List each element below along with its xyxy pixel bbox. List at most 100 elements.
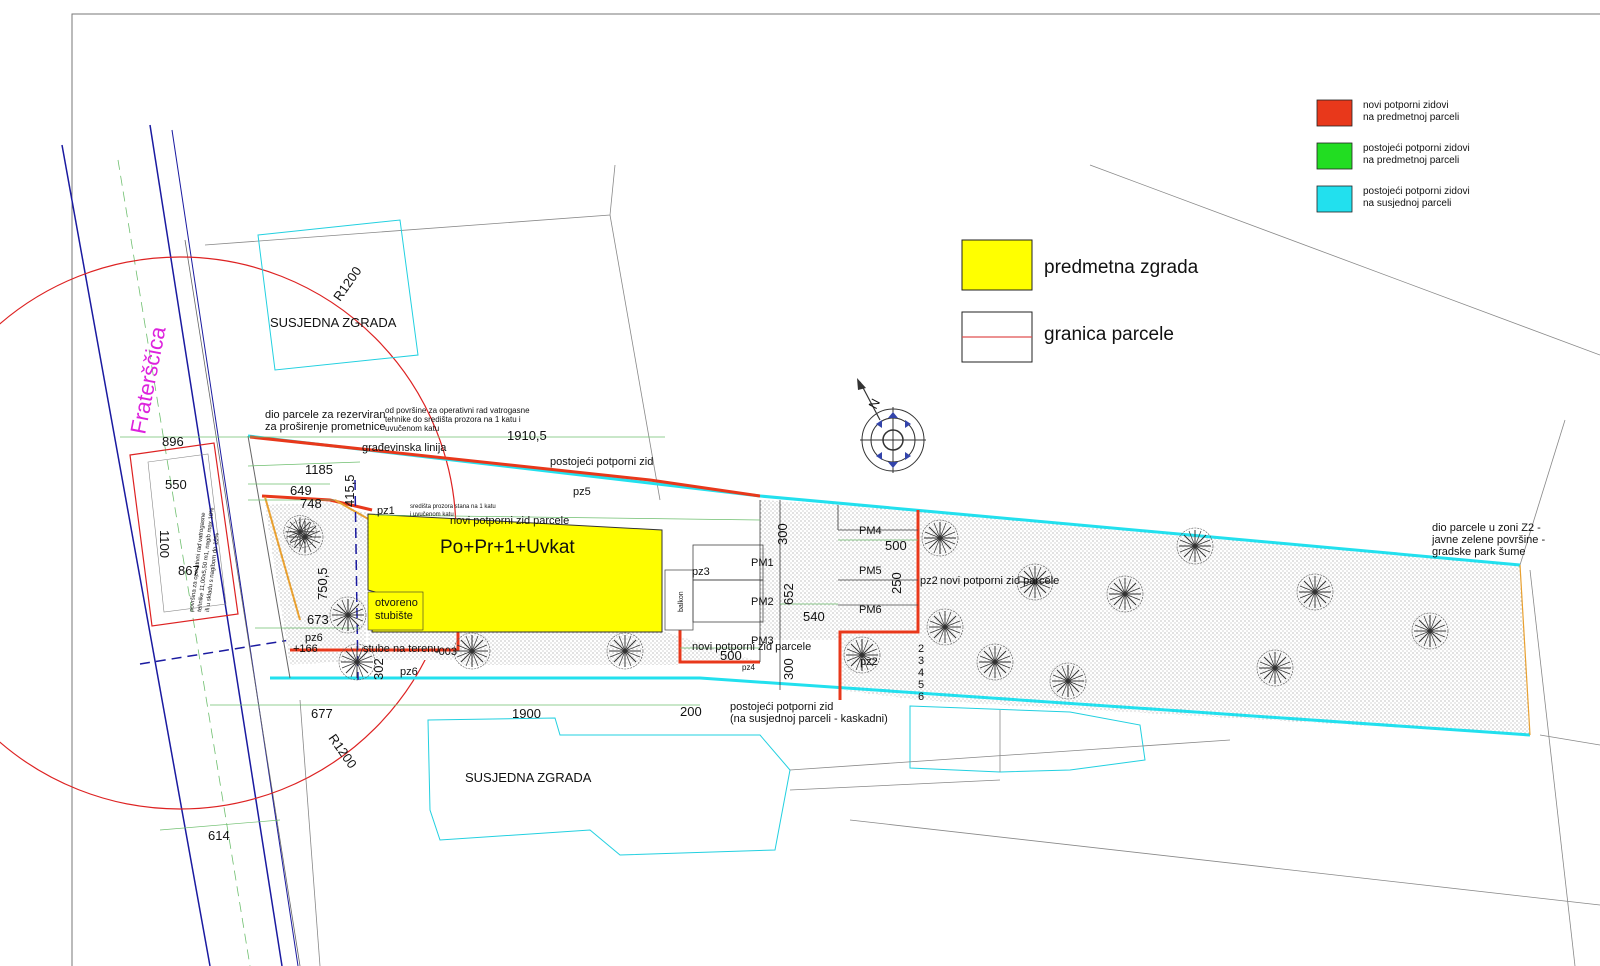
dim-540: 540 bbox=[803, 609, 825, 624]
legend-existing-walls-swatch bbox=[1316, 142, 1353, 170]
marker-pz1: pz1 bbox=[377, 505, 395, 517]
dim-166: +166 bbox=[293, 643, 318, 655]
street bbox=[61, 124, 301, 966]
existing-wall-note: postojeći potporni zid bbox=[550, 456, 653, 468]
dim-867: 867 bbox=[178, 563, 200, 578]
legend-large: predmetna zgrada granica parcele bbox=[961, 239, 1199, 363]
fire-note-2: tehnike do središta prozora na 1 katu i bbox=[385, 415, 521, 424]
radius-top-label: R1200 bbox=[330, 264, 364, 304]
marker-pm3: PM3 bbox=[751, 635, 774, 647]
marker-pz5: pz5 bbox=[573, 486, 591, 498]
marker-pm6: PM6 bbox=[859, 604, 882, 616]
dim-200: 200 bbox=[680, 704, 702, 719]
dim-300-top: 300 bbox=[775, 523, 790, 545]
street-name: Fraterščica bbox=[125, 324, 170, 436]
dim-649: 649 bbox=[290, 483, 312, 498]
zone-note-3: gradske park šume bbox=[1432, 546, 1526, 558]
legend-new-walls-swatch bbox=[1316, 99, 1353, 127]
dim-300-bottom: 300 bbox=[781, 658, 796, 680]
main-building bbox=[367, 513, 663, 633]
parcel-boundary-bottom bbox=[270, 676, 1531, 737]
dim-415: 415,5 bbox=[342, 474, 357, 507]
neighbor-building-bottom bbox=[427, 717, 791, 856]
fire-note-1: od površine za operativni rad vatrogasne bbox=[385, 406, 530, 415]
reserved-note-1: dio parcele za rezerviran bbox=[265, 409, 385, 421]
marker-pz6b: pz6 bbox=[400, 666, 418, 678]
dim-614: 614 bbox=[208, 828, 230, 843]
dim-652: 652 bbox=[781, 583, 796, 605]
dim-302: 302 bbox=[371, 658, 386, 680]
courtyard-lines bbox=[692, 500, 918, 690]
zone-note-1: dio parcele u zoni Z2 - bbox=[1432, 522, 1541, 534]
new-wall-bottom-note: novi potporni zid parcele bbox=[692, 641, 811, 653]
new-wall-right-note: novi potporni zid parcele bbox=[940, 575, 1059, 587]
marker-pm5: PM5 bbox=[859, 565, 882, 577]
legend-neighbor-walls-swatch bbox=[1316, 185, 1353, 213]
fire-note-3: uvučenom katu bbox=[385, 424, 439, 433]
new-wall-top-note: novi potporni zid parcele bbox=[450, 515, 569, 527]
legend-building-label: predmetna zgrada bbox=[1044, 257, 1199, 278]
north-label: N bbox=[865, 396, 883, 411]
legend-neighbor-walls-2: na susjednoj parceli bbox=[1363, 198, 1451, 209]
balkon-box bbox=[664, 569, 694, 631]
stairs-label-2: stubište bbox=[375, 610, 413, 622]
fire-small-note-2: i uvučenom katu bbox=[410, 512, 454, 518]
legend-existing-walls-1: postojeći potporni zidovi bbox=[1363, 143, 1470, 154]
legend-parcel-label: granica parcele bbox=[1044, 324, 1174, 345]
dim-500-right: 500 bbox=[885, 538, 907, 553]
fire-small-note-1: središta prozora stana na 1 katu bbox=[410, 504, 496, 510]
dim-677: 677 bbox=[311, 706, 333, 721]
dim-748: 748 bbox=[300, 496, 322, 511]
stairs-ground-note: stube na terenu bbox=[363, 643, 439, 655]
rear-garden bbox=[460, 635, 680, 665]
marker-pz2: pz2 bbox=[860, 656, 878, 668]
marker-pm2: PM2 bbox=[751, 596, 774, 608]
marker-pz4: pz4 bbox=[742, 663, 755, 672]
dim-1900: 1900 bbox=[512, 706, 541, 721]
dim-750: 750,5 bbox=[315, 567, 330, 600]
marker-n5: 5 bbox=[918, 679, 924, 691]
dim-550: 550 bbox=[165, 477, 187, 492]
balkon-label: balkon bbox=[678, 591, 685, 612]
building-label: Po+Pr+1+Uvkat bbox=[440, 537, 575, 558]
radius-bottom-label: R1200 bbox=[326, 731, 360, 771]
dim-500-bottom: 500 bbox=[720, 648, 742, 663]
survey-lines bbox=[204, 164, 1600, 966]
marker-pz6: pz6 bbox=[305, 632, 323, 644]
zone-note-2: javne zelene površine - bbox=[1431, 534, 1545, 546]
neighbor-annex bbox=[909, 705, 1146, 773]
dim-1185: 1185 bbox=[305, 462, 333, 477]
marker-pz2b: pz2 bbox=[920, 575, 938, 587]
stairs-label-1: otvoreno bbox=[375, 597, 418, 609]
neighbor-wall-note-1: postojeći potporni zid bbox=[730, 701, 833, 713]
reserved-note-2: za proširenje prometnice bbox=[265, 421, 385, 433]
dim-896: 896 bbox=[162, 434, 184, 449]
dim-250: 250 bbox=[889, 572, 904, 594]
marker-pm4: PM4 bbox=[859, 525, 882, 537]
marker-n3: 3 bbox=[918, 655, 924, 667]
stairs-box bbox=[367, 591, 424, 631]
neighbor-wall-note-2: (na susjednoj parceli - kaskadni) bbox=[730, 713, 888, 725]
marker-n4: 4 bbox=[918, 667, 924, 679]
park-zone bbox=[920, 510, 1530, 735]
legend-existing-walls-2: na predmetnoj parceli bbox=[1363, 155, 1459, 166]
marker-n6: 6 bbox=[918, 691, 924, 703]
dim-003: -003 bbox=[435, 646, 457, 658]
legend-small: novi potporni zidovi na predmetnoj parce… bbox=[1316, 99, 1470, 213]
neighbor-bottom-label: SUSJEDNA ZGRADA bbox=[465, 770, 592, 785]
sheet-frame bbox=[71, 13, 1600, 966]
dim-1910: 1910,5 bbox=[507, 428, 547, 443]
marker-n2: 2 bbox=[918, 643, 924, 655]
north-compass bbox=[857, 378, 926, 473]
dim-1100: 1100 bbox=[157, 530, 172, 558]
neighbor-top-label: SUSJEDNA ZGRADA bbox=[270, 315, 397, 330]
building-line-note: građevinska linija bbox=[362, 442, 447, 454]
legend-building-swatch bbox=[961, 239, 1033, 291]
fire-area bbox=[129, 442, 239, 627]
legend-neighbor-walls-1: postojeći potporni zidovi bbox=[1363, 186, 1470, 197]
neighbor-building-top bbox=[257, 219, 419, 371]
marker-pz3: pz3 bbox=[692, 566, 710, 578]
legend-new-walls-2: na predmetnoj parceli bbox=[1363, 112, 1459, 123]
marker-pm1: PM1 bbox=[751, 557, 774, 569]
